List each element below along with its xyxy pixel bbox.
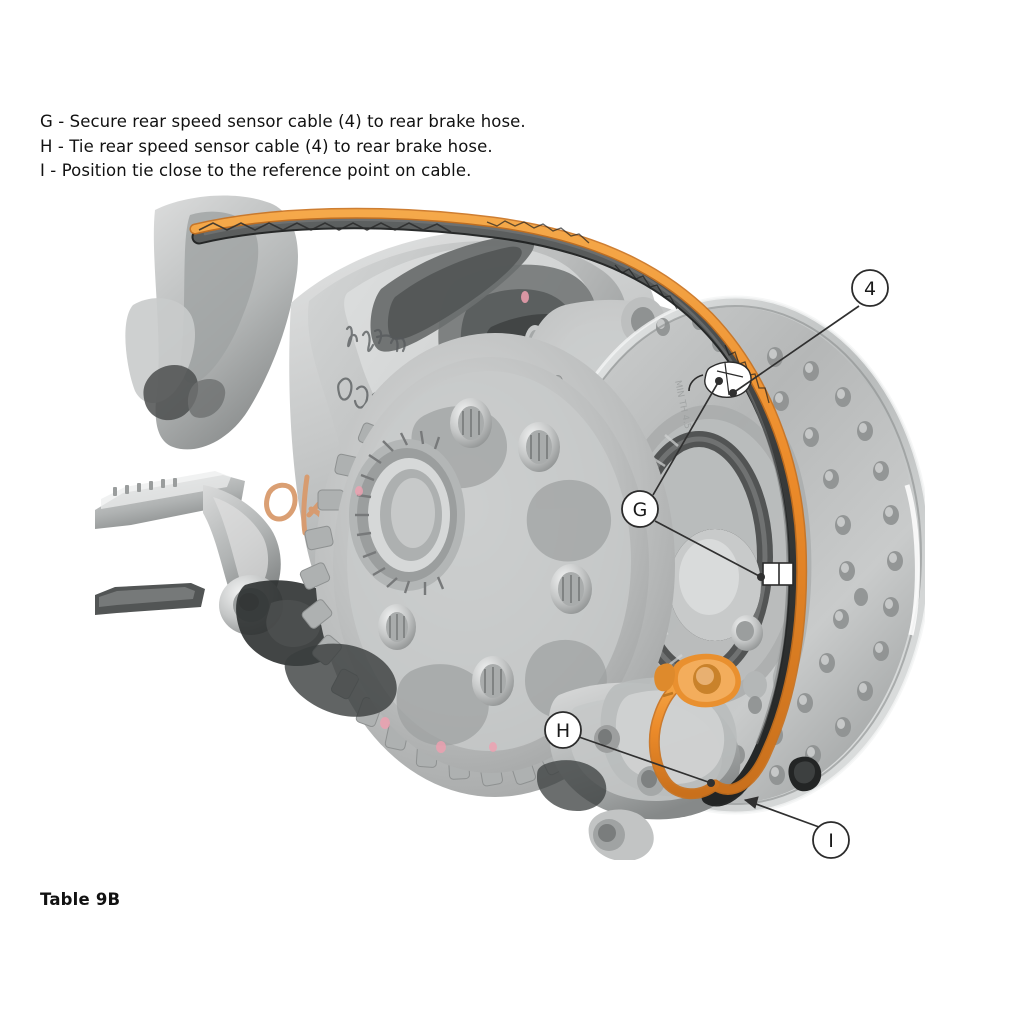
instruction-line-g: G - Secure rear speed sensor cable (4) t…: [40, 112, 526, 131]
callout-label-g: G: [633, 499, 648, 521]
leader-dot-4: [729, 389, 737, 397]
tie-marker-rectangle: [762, 562, 794, 586]
callout-label-4: 4: [864, 278, 876, 300]
callout-bubble-4: [851, 269, 889, 307]
leader-line-g-upper: [652, 380, 720, 496]
callout-annotations: [544, 269, 889, 859]
callout-bubble-g: [621, 490, 659, 528]
instruction-line-h: H - Tie rear speed sensor cable (4) to r…: [40, 136, 493, 156]
axle-bore: [349, 430, 465, 595]
callout-bubble-h: [544, 711, 582, 749]
callout-labels: 4 G H I: [556, 278, 876, 852]
leader-line-i: [744, 799, 820, 828]
leader-line-g-lower: [654, 520, 762, 578]
figure-photograph: 1 2 3: [95, 185, 925, 860]
leader-line-h: [578, 736, 712, 784]
frame-and-footpeg-assembly: [95, 195, 349, 667]
handwriting-marks: [337, 325, 406, 415]
callout-label-h: H: [556, 720, 570, 742]
callout-bubble-i: [812, 821, 850, 859]
rear-sprocket-and-hub: [284, 333, 675, 797]
wheel-lug-nuts: [378, 398, 592, 706]
instruction-line-i: I - Position tie close to the reference …: [40, 161, 472, 180]
leader-dot-g-lower: [757, 573, 765, 581]
leader-dot-h: [707, 779, 715, 787]
speed-sensor-body: [654, 653, 741, 708]
cable-braid-texture: [198, 222, 452, 233]
caliper-bracket: [537, 677, 741, 860]
leader-arrowhead-i: [743, 796, 759, 809]
rear-speed-sensor-cable: [189, 207, 822, 800]
callout-label-i: I: [828, 830, 834, 852]
cable-tie-lower: [788, 756, 822, 792]
leader-line-4: [732, 305, 860, 394]
instruction-list: G - Secure rear speed sensor cable (4) t…: [40, 110, 740, 184]
leader-dot-g-upper: [715, 377, 723, 385]
figure-caption: Table 9B: [40, 890, 121, 909]
figure-svg: 1 2 3: [95, 185, 925, 860]
